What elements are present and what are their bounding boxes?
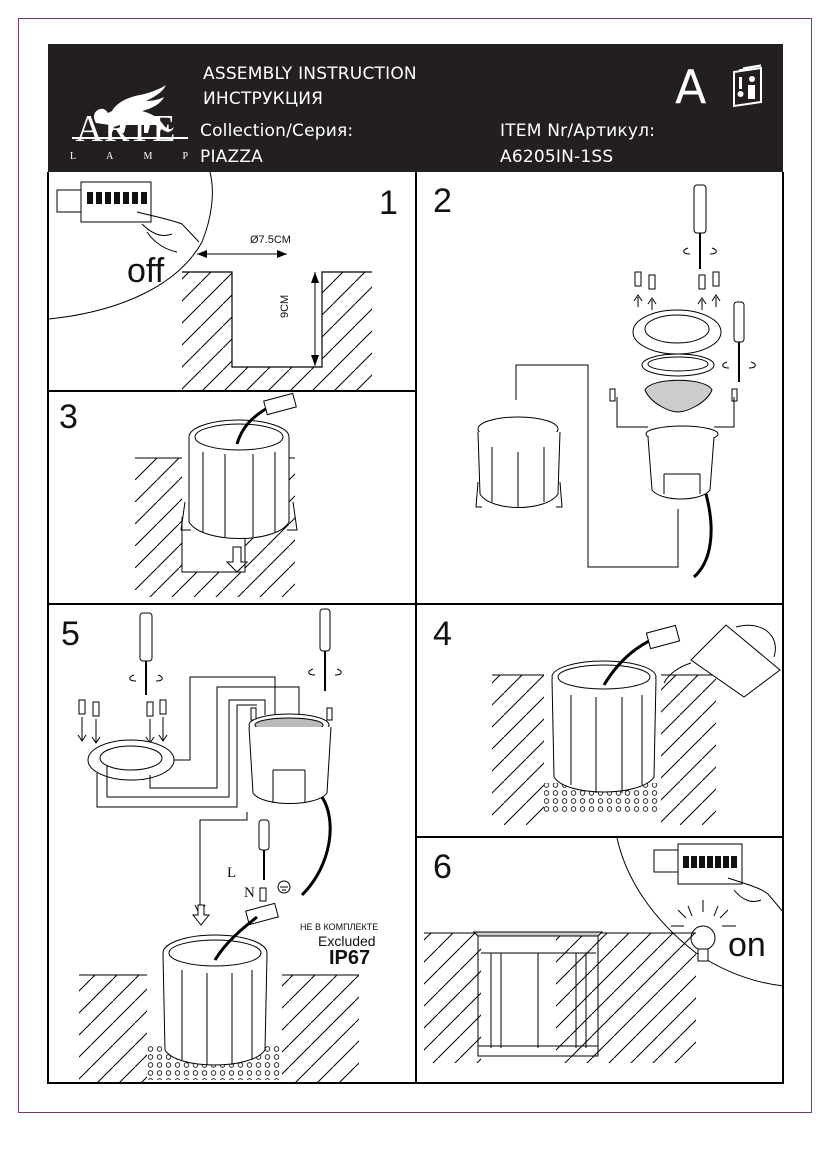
brand-sub-letter: A <box>106 151 114 162</box>
screwdriver-icon <box>308 608 342 691</box>
gravel-bag-icon <box>663 624 781 698</box>
title-ru: ИНСТРУКЦИЯ <box>203 89 324 109</box>
step-1-panel: off Ø7.5CM 9CM 1 <box>47 172 415 390</box>
brand-sub-letter: M <box>143 151 153 162</box>
doc-letter: A <box>675 60 707 114</box>
brand-sub-letter: L <box>70 151 77 162</box>
brand-subtitle: L A M P <box>70 151 188 162</box>
step-number: 5 <box>61 615 80 653</box>
collection-label: Collection/Серия: <box>200 121 354 141</box>
step-number: 6 <box>433 848 452 886</box>
title-en: ASSEMBLY INSTRUCTION <box>203 64 417 84</box>
ip-rating: IP67 <box>329 947 371 969</box>
screwdriver-icon <box>683 184 717 269</box>
step-3-panel: 3 <box>47 392 415 603</box>
screw-icon <box>78 699 333 721</box>
hole-diameter-label: Ø7.5CM <box>250 234 291 246</box>
grid-divider <box>416 836 784 838</box>
power-on-diagram <box>424 838 784 1063</box>
housing-insert-diagram <box>135 392 298 597</box>
step-number: 2 <box>433 182 452 220</box>
excluded-note-ru: НЕ В КОМПЛЕКТЕ <box>300 922 379 932</box>
item-value: A6205IN-1SS <box>500 147 614 167</box>
page-border <box>18 18 812 1113</box>
hole-depth-label: 9CM <box>279 294 291 318</box>
step-number: 1 <box>379 184 398 222</box>
grid-divider <box>47 390 416 392</box>
final-install-diagram <box>77 608 359 1083</box>
info-booklet-icon <box>733 64 762 108</box>
exploded-assembly-diagram <box>475 184 756 579</box>
gravel-fill-diagram <box>492 624 781 825</box>
excluded-note-en: Excluded <box>318 933 376 949</box>
item-label: ITEM Nr/Артикул: <box>500 121 656 141</box>
collection-value: PIAZZA <box>200 147 264 167</box>
header-banner: ARTE L A M P ASSEMBLY INSTRUCTION ИНСТРУ… <box>48 44 783 172</box>
breaker-panel-icon <box>653 843 784 914</box>
light-bulb-icon <box>671 900 736 962</box>
neutral-label: N <box>244 885 255 901</box>
winged-lion-icon <box>72 85 188 139</box>
screwdriver-icon <box>722 301 756 382</box>
step-6-panel: 6 on <box>416 838 784 1083</box>
brand-name: ARTE <box>75 108 177 150</box>
brand-sub-letter: P <box>182 151 188 162</box>
power-on-label: on <box>728 926 766 964</box>
step-number: 3 <box>59 398 78 436</box>
step-4-panel: 4 <box>416 605 784 836</box>
step-5-panel: 5 L N НЕ В КОМПЛЕКТЕ Excluded IP67 <box>47 605 415 1083</box>
breaker-panel-icon <box>56 181 200 253</box>
screwdriver-icon <box>129 612 163 695</box>
step-number: 4 <box>433 615 452 653</box>
grid-divider-vertical <box>415 172 417 1084</box>
grid-divider <box>47 603 784 605</box>
power-off-label: off <box>127 252 165 290</box>
hole-diagram <box>48 172 372 390</box>
step-2-panel: 2 <box>416 172 784 603</box>
screwdriver-icon <box>258 819 270 880</box>
live-label: L <box>227 865 237 881</box>
screw-icon <box>609 271 738 402</box>
